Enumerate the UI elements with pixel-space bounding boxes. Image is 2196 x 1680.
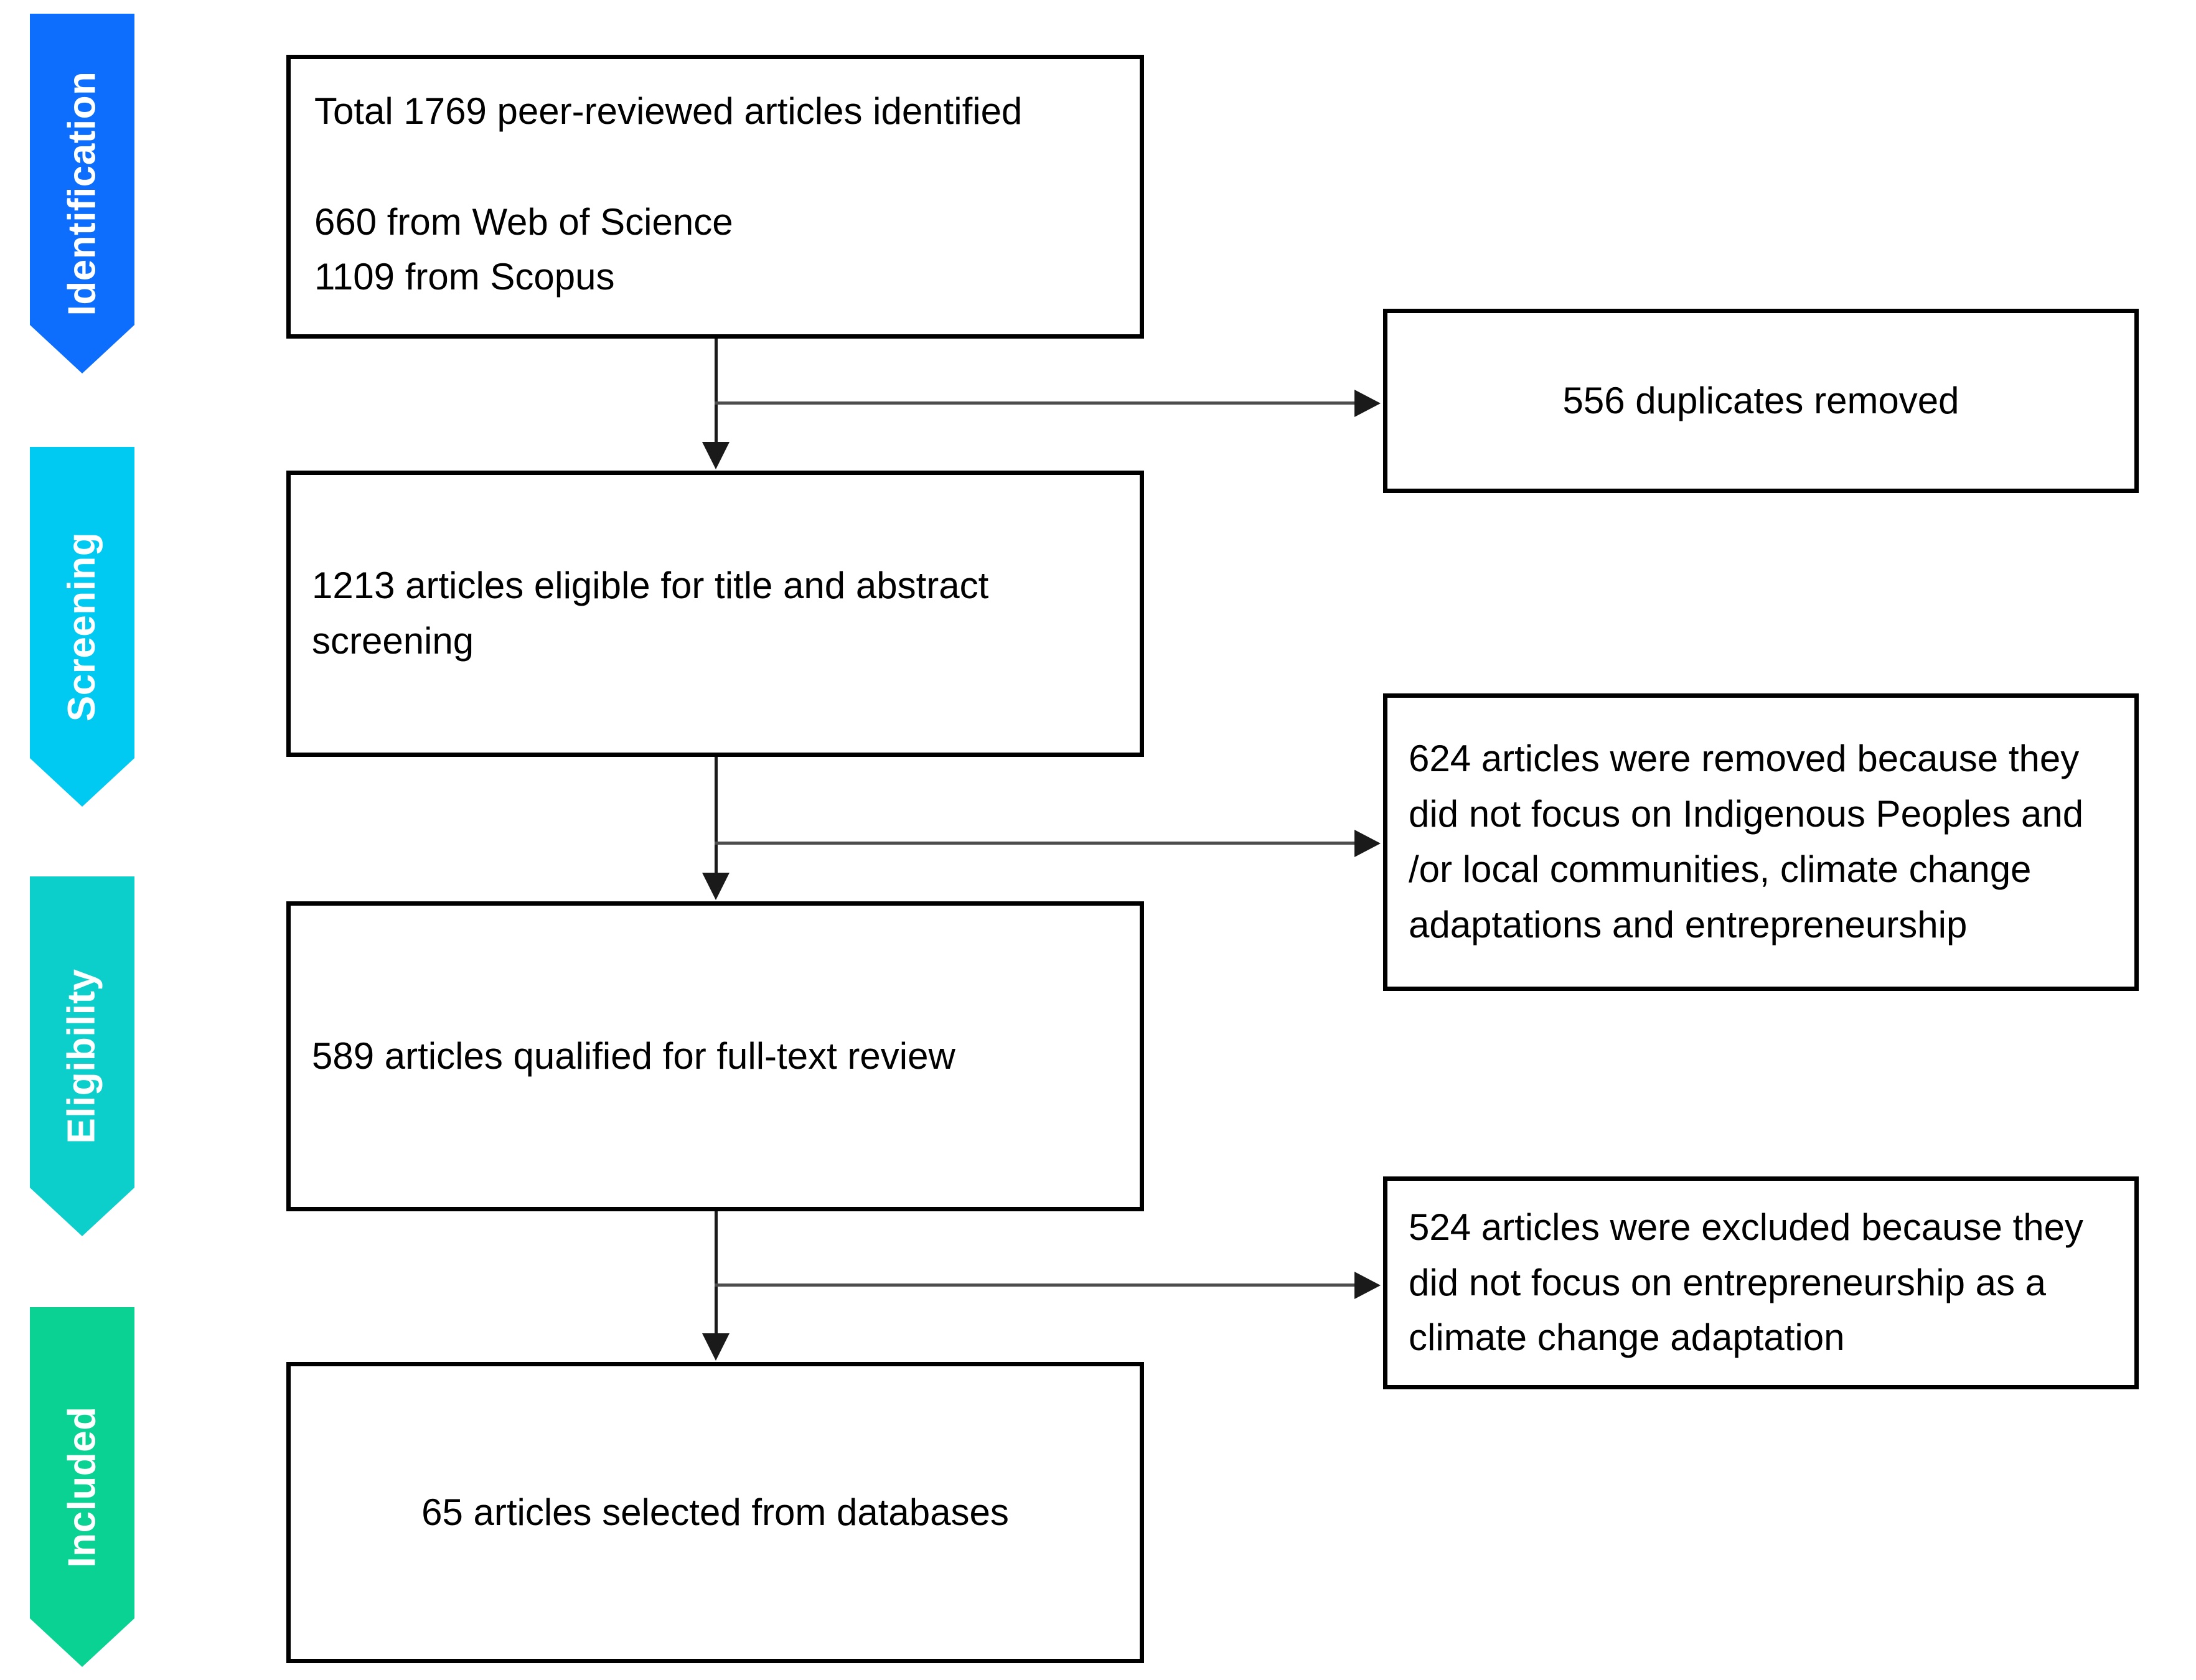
phase-label-identification: Identification bbox=[60, 71, 103, 316]
side-box-text-excluded-no-entrepreneurship: 524 articles were excluded because they … bbox=[1409, 1206, 2083, 1359]
main-box-eligible-title-abstract: 1213 articles eligible for title and abs… bbox=[286, 471, 1144, 757]
phase-ribbon-included: Included bbox=[30, 1307, 134, 1667]
side-box-text-removed-no-focus: 624 articles were removed because they d… bbox=[1409, 738, 2084, 946]
phase-label-included: Included bbox=[60, 1406, 103, 1568]
connector-arrowhead-right-eligible-to-qualified bbox=[1354, 830, 1381, 857]
phase-ribbon-identification: Identification bbox=[30, 14, 134, 373]
main-box-identified: Total 1769 peer-reviewed articles identi… bbox=[286, 55, 1144, 339]
connector-arrowhead-down-identified-to-eligible bbox=[702, 442, 730, 469]
phase-label-screening: Screening bbox=[60, 532, 103, 722]
connector-hline-qualified-to-selected bbox=[715, 1283, 1356, 1287]
main-box-selected-from-databases: 65 articles selected from databases bbox=[286, 1362, 1144, 1663]
connector-arrowhead-right-qualified-to-selected bbox=[1354, 1272, 1381, 1299]
connector-hline-identified-to-eligible bbox=[715, 401, 1356, 405]
connector-vline-eligible-to-qualified bbox=[715, 757, 718, 876]
phase-ribbon-screening: Screening bbox=[30, 447, 134, 807]
main-box-text-qualified-full-text: 589 articles qualified for full-text rev… bbox=[312, 1035, 955, 1077]
side-box-duplicates-removed: 556 duplicates removed bbox=[1383, 309, 2139, 493]
main-box-text-identified: Total 1769 peer-reviewed articles identi… bbox=[314, 90, 1023, 298]
main-box-qualified-full-text: 589 articles qualified for full-text rev… bbox=[286, 901, 1144, 1211]
phase-label-eligibility: Eligibility bbox=[60, 969, 103, 1144]
main-box-text-selected-from-databases: 65 articles selected from databases bbox=[421, 1491, 1009, 1533]
side-box-excluded-no-entrepreneurship: 524 articles were excluded because they … bbox=[1383, 1176, 2139, 1389]
side-box-text-duplicates-removed: 556 duplicates removed bbox=[1562, 379, 1959, 421]
connector-arrowhead-down-eligible-to-qualified bbox=[702, 873, 730, 900]
connector-arrowhead-right-identified-to-eligible bbox=[1354, 390, 1381, 417]
connector-vline-qualified-to-selected bbox=[715, 1211, 718, 1337]
connector-arrowhead-down-qualified-to-selected bbox=[702, 1333, 730, 1361]
connector-hline-eligible-to-qualified bbox=[715, 842, 1356, 845]
connector-vline-identified-to-eligible bbox=[715, 339, 718, 446]
side-box-removed-no-focus: 624 articles were removed because they d… bbox=[1383, 693, 2139, 991]
main-box-text-eligible-title-abstract: 1213 articles eligible for title and abs… bbox=[312, 565, 989, 662]
phase-ribbon-eligibility: Eligibility bbox=[30, 876, 134, 1236]
